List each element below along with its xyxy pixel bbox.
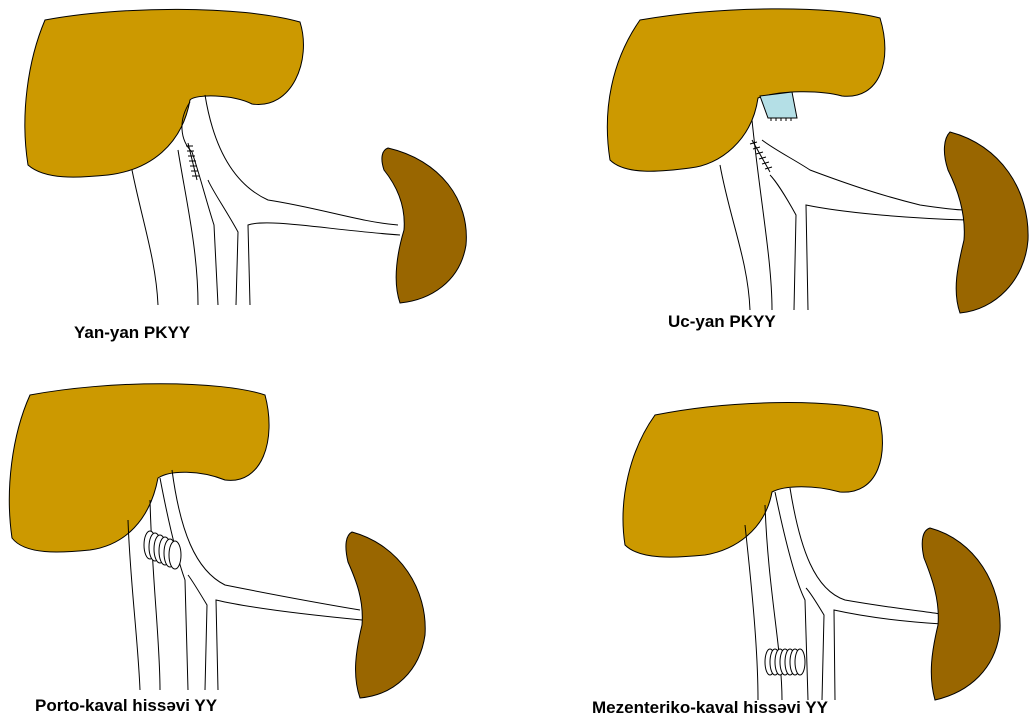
panel-mesenterico-caval-graft: Mezenteriko-kaval hissəvi YY: [592, 403, 1000, 717]
inferior-vena-cava: [132, 150, 198, 305]
panel-caption: Mezenteriko-kaval hissəvi YY: [592, 698, 829, 717]
liver: [607, 9, 885, 171]
panel-porto-caval-graft: Porto-kaval hissəvi YY: [9, 384, 425, 715]
ligated-portal-stump: [760, 92, 797, 118]
portal-vein: [160, 470, 362, 690]
liver: [25, 9, 304, 177]
liver: [623, 403, 882, 558]
portal-vein: [762, 140, 967, 310]
panel-caption: Porto-kaval hissəvi YY: [35, 696, 218, 715]
liver: [9, 384, 269, 552]
spleen: [922, 528, 1000, 700]
panel-side-to-side: Yan-yan PKYY: [25, 9, 466, 342]
spleen: [382, 148, 466, 303]
h-graft-shunt: [765, 649, 805, 675]
panel-caption: Uc-yan PKYY: [668, 312, 776, 331]
portal-vein: [182, 95, 400, 305]
h-graft-shunt: [144, 531, 181, 569]
anastomosis-suture: [186, 143, 199, 180]
stump-suture-line: [768, 118, 797, 121]
spleen: [346, 532, 425, 698]
spleen: [944, 132, 1028, 313]
panel-caption: Yan-yan PKYY: [74, 323, 191, 342]
panel-end-to-side: Uc-yan PKYY: [607, 9, 1028, 331]
